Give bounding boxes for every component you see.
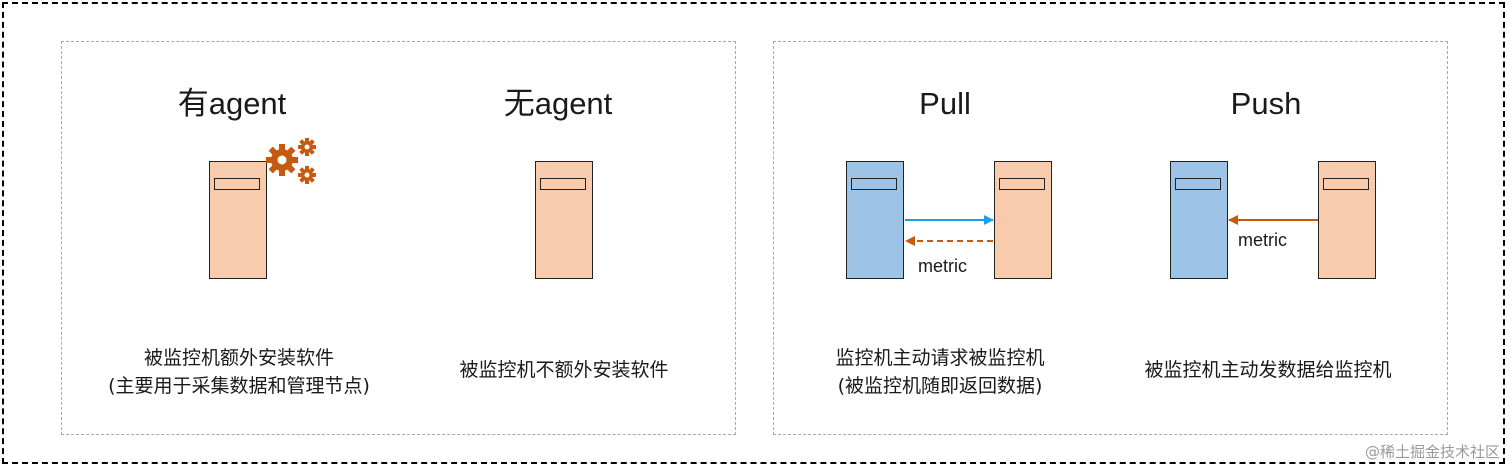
- gears-icon: [266, 138, 316, 184]
- pull-metric-label: metric: [918, 256, 967, 276]
- server-slot: [540, 178, 586, 190]
- server-slot: [999, 178, 1045, 190]
- agent-title: 有agent: [177, 86, 287, 121]
- agent-server: [209, 161, 267, 279]
- push-monitor-server: [1170, 161, 1228, 279]
- watermark: @稀土掘金技术社区: [1364, 443, 1500, 461]
- server-slot: [214, 178, 260, 190]
- push-metric-label: metric: [1238, 230, 1287, 250]
- agentless-title: 无agent: [503, 86, 613, 121]
- push-target-server: [1318, 161, 1376, 279]
- pull-caption-line2: (被监控机随即返回数据): [837, 375, 1043, 397]
- push-title: Push: [1230, 86, 1302, 121]
- pull-caption: 监控机主动请求被监控机 (被监控机随即返回数据): [835, 344, 1044, 400]
- server-slot: [1323, 178, 1369, 190]
- pull-caption-line1: 监控机主动请求被监控机: [835, 347, 1045, 369]
- pull-target-server: [994, 161, 1052, 279]
- agent-caption: 被监控机额外安装软件 (主要用于采集数据和管理节点): [108, 344, 370, 400]
- agentless-caption-line1: 被监控机不额外安装软件: [459, 359, 669, 381]
- collection-mode-panel: [773, 41, 1448, 435]
- push-caption: 被监控机主动发数据给监控机: [1144, 356, 1391, 384]
- push-caption-line1: 被监控机主动发数据给监控机: [1144, 359, 1392, 381]
- agentless-caption: 被监控机不额外安装软件: [459, 356, 668, 384]
- pull-title: Pull: [919, 86, 971, 121]
- agent-caption-line2: (主要用于采集数据和管理节点): [108, 375, 370, 397]
- pull-monitor-server: [846, 161, 904, 279]
- agent-comparison-panel: [61, 41, 736, 435]
- agent-caption-line1: 被监控机额外安装软件: [143, 347, 335, 369]
- server-slot: [851, 178, 897, 190]
- agentless-server: [535, 161, 593, 279]
- outer-frame: [2, 2, 1505, 464]
- server-slot: [1175, 178, 1221, 190]
